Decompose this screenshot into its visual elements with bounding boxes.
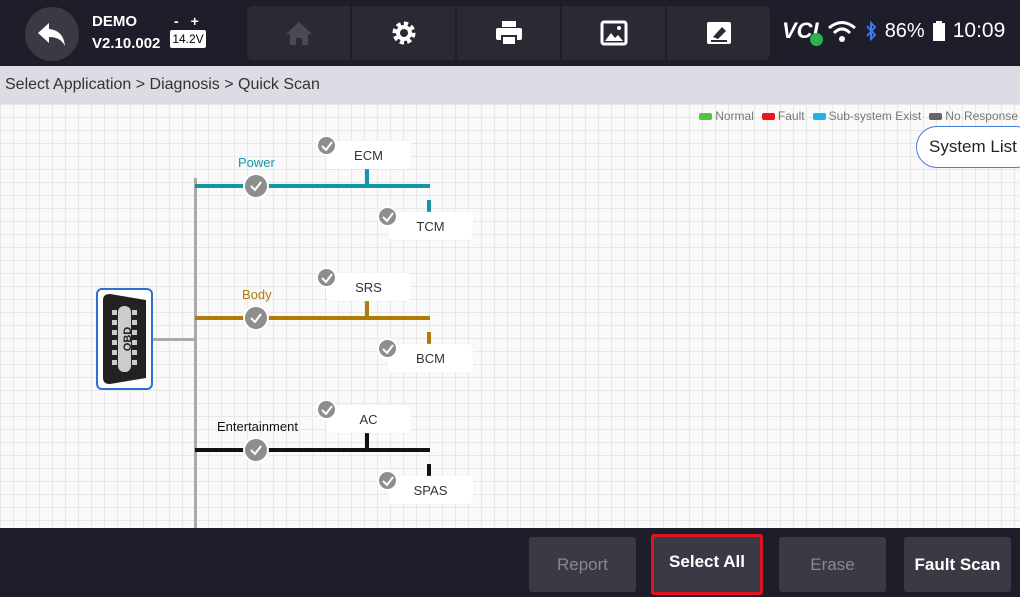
legend-item: No Response [929, 109, 1018, 123]
module-checkbox[interactable] [316, 399, 337, 420]
bottom-bar: Report Select All Erase Fault Scan [0, 528, 1020, 597]
print-button[interactable] [457, 6, 562, 60]
module-box[interactable]: ECM [326, 141, 411, 169]
check-icon [250, 445, 262, 455]
module-link-line [365, 168, 369, 186]
gear-icon [392, 21, 415, 45]
module-box[interactable]: BCM [388, 344, 473, 372]
group-select-checkbox[interactable] [243, 305, 269, 331]
clock: 10:09 [952, 19, 1006, 42]
check-icon [381, 211, 394, 222]
home-button[interactable] [247, 6, 352, 60]
check-icon [381, 475, 394, 486]
erase-button[interactable]: Erase [779, 537, 886, 592]
toolbar [247, 6, 770, 60]
legend-item: Sub-system Exist [812, 109, 922, 123]
module-link-line [427, 332, 431, 346]
obd-connector[interactable]: OBD [96, 288, 153, 390]
legend-label: Fault [777, 109, 805, 123]
select-all-button[interactable]: Select All [651, 534, 763, 595]
fault-scan-button[interactable]: Fault Scan [904, 537, 1011, 592]
screenshot-button[interactable] [562, 6, 667, 60]
module-checkbox[interactable] [377, 206, 398, 227]
check-icon [320, 272, 333, 283]
module-checkbox[interactable] [377, 338, 398, 359]
legend-swatch [812, 112, 826, 120]
obd-link-line [150, 338, 195, 341]
group-label: Body [242, 287, 272, 302]
group-select-checkbox[interactable] [243, 173, 269, 199]
module-link-line [365, 300, 369, 318]
back-button[interactable] [25, 7, 79, 61]
check-icon [250, 313, 262, 323]
report-button[interactable]: Report [529, 537, 636, 592]
eraser-icon [706, 22, 731, 44]
legend-swatch [929, 112, 943, 120]
battery-icon [932, 21, 945, 41]
module-box[interactable]: SPAS [388, 476, 473, 504]
status-bar: VCI 86% 10:09 [782, 18, 1006, 46]
printer-icon [495, 21, 522, 46]
group-bus-line [195, 184, 430, 188]
check-icon [320, 404, 333, 415]
check-icon [320, 140, 333, 151]
module-link-line [427, 200, 431, 214]
group-bus-line [195, 316, 430, 320]
legend-swatch [699, 112, 713, 120]
legend: Normal Fault Sub-system Exist No Response [699, 109, 1018, 123]
group-label: Entertainment [217, 419, 298, 434]
legend-item: Fault [761, 109, 805, 123]
module-checkbox[interactable] [377, 470, 398, 491]
check-icon [250, 181, 262, 191]
check-icon [381, 343, 394, 354]
legend-label: No Response [945, 109, 1018, 123]
image-icon [600, 20, 627, 46]
legend-swatch [761, 112, 775, 120]
bluetooth-icon [865, 20, 877, 42]
group-bus-line [195, 448, 430, 452]
version-label: V2.10.002 [92, 35, 161, 52]
legend-label: Normal [715, 109, 754, 123]
voltage-badge: 14.2V [170, 30, 206, 48]
group-label: Power [238, 155, 275, 170]
obd-icon: OBD [103, 294, 146, 384]
battery-percent: 86% [884, 19, 925, 42]
module-box[interactable]: TCM [388, 212, 473, 240]
svg-text:OBD: OBD [122, 327, 134, 352]
topology-canvas: Normal Fault Sub-system Exist No Response S… [0, 104, 1020, 528]
top-bar: DEMO V2.10.002 -+ 14.2V VCI 86% 10:09 [0, 0, 1020, 66]
wifi-icon [827, 21, 856, 42]
module-link-line [365, 432, 369, 450]
legend-item: Normal [699, 109, 754, 123]
group-select-checkbox[interactable] [243, 437, 269, 463]
module-link-line [427, 464, 431, 478]
mode-label: DEMO [92, 13, 137, 30]
module-checkbox[interactable] [316, 135, 337, 156]
battery-terminals-icon: -+ [174, 13, 211, 29]
module-box[interactable]: SRS [326, 273, 411, 301]
breadcrumb: Select Application > Diagnosis > Quick S… [0, 66, 1020, 104]
settings-button[interactable] [352, 6, 457, 60]
vci-connected-icon: VCI [782, 18, 823, 46]
trunk-line [194, 178, 197, 528]
home-icon [285, 22, 312, 45]
legend-label: Sub-system Exist [828, 109, 922, 123]
system-list-button[interactable]: System List [916, 126, 1020, 168]
module-checkbox[interactable] [316, 267, 337, 288]
feedback-button[interactable] [667, 6, 770, 60]
module-box[interactable]: AC [326, 405, 411, 433]
back-arrow-icon [38, 23, 65, 46]
